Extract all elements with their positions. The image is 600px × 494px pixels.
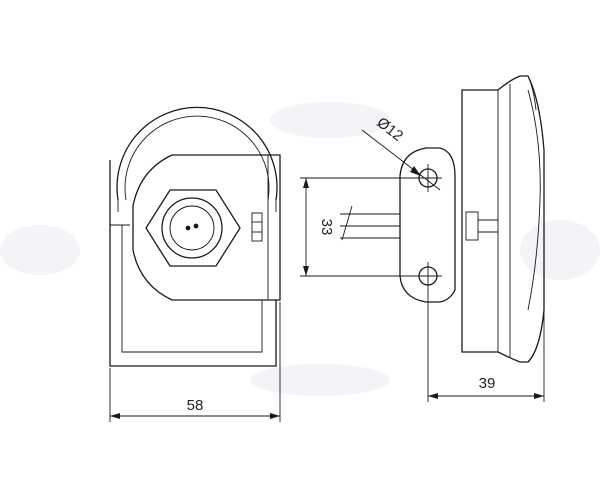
front-view: 58 bbox=[109, 106, 281, 422]
wire-leads bbox=[340, 205, 400, 241]
dimension-width-label: 58 bbox=[187, 397, 204, 414]
dimension-height-label: 33 bbox=[318, 219, 335, 236]
terminal-dot-right bbox=[193, 223, 199, 229]
background-texture bbox=[0, 102, 600, 396]
lens-curve bbox=[527, 89, 541, 311]
side-bracket bbox=[399, 147, 456, 303]
hex-nut bbox=[145, 189, 241, 267]
mounting-plate bbox=[132, 154, 281, 301]
dimension-33: 33 bbox=[300, 177, 414, 277]
lamp-housing bbox=[461, 75, 545, 363]
wire-bracket-outer bbox=[109, 160, 277, 367]
wire-bracket-inner bbox=[121, 225, 263, 353]
stem bbox=[465, 211, 479, 241]
lamp-inner-ring bbox=[124, 115, 270, 201]
dimension-58: 58 bbox=[109, 302, 281, 422]
nut-inner-circle bbox=[169, 205, 215, 251]
dimension-39: 39 bbox=[427, 290, 545, 402]
terminal-dot-left bbox=[185, 225, 191, 231]
clip bbox=[251, 212, 263, 242]
dimension-depth-label: 39 bbox=[479, 375, 496, 392]
nut-outer-circle bbox=[161, 197, 223, 259]
lamp-outer-ring bbox=[116, 106, 278, 201]
